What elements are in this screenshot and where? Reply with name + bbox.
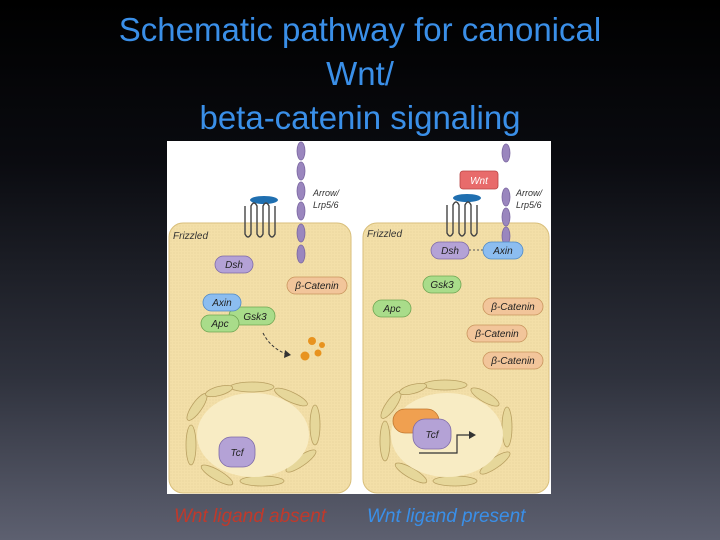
right-beta-catenin-1-label: β-Catenin [490, 302, 535, 313]
right-beta-catenin-2-label: β-Catenin [474, 329, 519, 340]
right-tcf-label: Tcf [426, 430, 440, 441]
right-beta-catenin-2 [466, 324, 528, 343]
left-apc-label: Apc [210, 319, 228, 330]
right-frizzled-cap [453, 194, 481, 202]
left-frizzled-coils [244, 202, 276, 238]
right-frizzled-coils [446, 201, 478, 237]
left-tcf [218, 436, 256, 468]
left-gsk3-label: Gsk3 [243, 312, 267, 323]
right-apc [372, 299, 412, 318]
right-panel: Wnt Arrow/ Lrp5/6 Frizzled Dsh Axin Gsk3… [362, 143, 550, 494]
right-axin [482, 241, 524, 260]
right-wnt-ligand [459, 170, 499, 190]
left-frizzled-label: Frizzled [173, 231, 208, 242]
left-frizzled-cap [250, 196, 278, 204]
title-line-1: Schematic pathway for canonical [118, 11, 602, 48]
left-nucleus-envelope [185, 381, 321, 487]
left-axin [202, 293, 242, 312]
left-receptor-label-1: Arrow/ [312, 188, 341, 198]
left-tcf-label: Tcf [231, 448, 245, 459]
right-beta-catenin-1 [482, 297, 544, 316]
left-panel: Arrow/ Lrp5/6 Frizzled Dsh β-Catenin Gsk… [168, 141, 352, 494]
right-receptor-label-2: Lrp5/6 [516, 200, 542, 210]
left-nucleus [197, 393, 309, 477]
left-dsh-label: Dsh [225, 260, 243, 271]
right-dsh-label: Dsh [441, 246, 459, 257]
caption-wnt-present: Wnt ligand present [367, 506, 526, 527]
right-frizzled-label: Frizzled [367, 229, 402, 240]
left-degraded-fragments [300, 337, 325, 361]
left-apc [200, 314, 240, 333]
title-line-2: Wnt/ [326, 55, 394, 92]
slide-title: Schematic pathway for canonical Wnt/ bet… [0, 8, 720, 140]
left-axin-label: Axin [211, 298, 232, 309]
right-gsk3 [422, 275, 462, 294]
right-transcription-arrow [419, 434, 471, 454]
right-apc-label: Apc [382, 304, 400, 315]
right-nucleus-envelope [379, 379, 513, 487]
title-line-3: beta-catenin signaling [199, 99, 521, 136]
right-tcf [412, 418, 452, 450]
left-beta-catenin-label: β-Catenin [294, 281, 339, 292]
wnt-pathway-diagram: Arrow/ Lrp5/6 Frizzled Dsh β-Catenin Gsk… [167, 141, 551, 494]
left-arrow-lrp-receptor [296, 141, 306, 264]
diagram-canvas: Arrow/ Lrp5/6 Frizzled Dsh β-Catenin Gsk… [168, 141, 550, 494]
right-gsk3-label: Gsk3 [430, 280, 454, 291]
right-axin-label: Axin [492, 246, 513, 257]
left-dsh [214, 255, 254, 274]
right-beta-catenin-3-label: β-Catenin [490, 356, 535, 367]
left-beta-catenin [286, 276, 348, 295]
right-wnt-label: Wnt [470, 176, 489, 187]
caption-wnt-absent: Wnt ligand absent [174, 506, 327, 527]
right-beta-catenin-3 [482, 351, 544, 370]
right-receptor-label-1: Arrow/ [515, 188, 544, 198]
left-receptor-label-2: Lrp5/6 [313, 200, 339, 210]
right-arrow-lrp-receptor [501, 143, 511, 246]
